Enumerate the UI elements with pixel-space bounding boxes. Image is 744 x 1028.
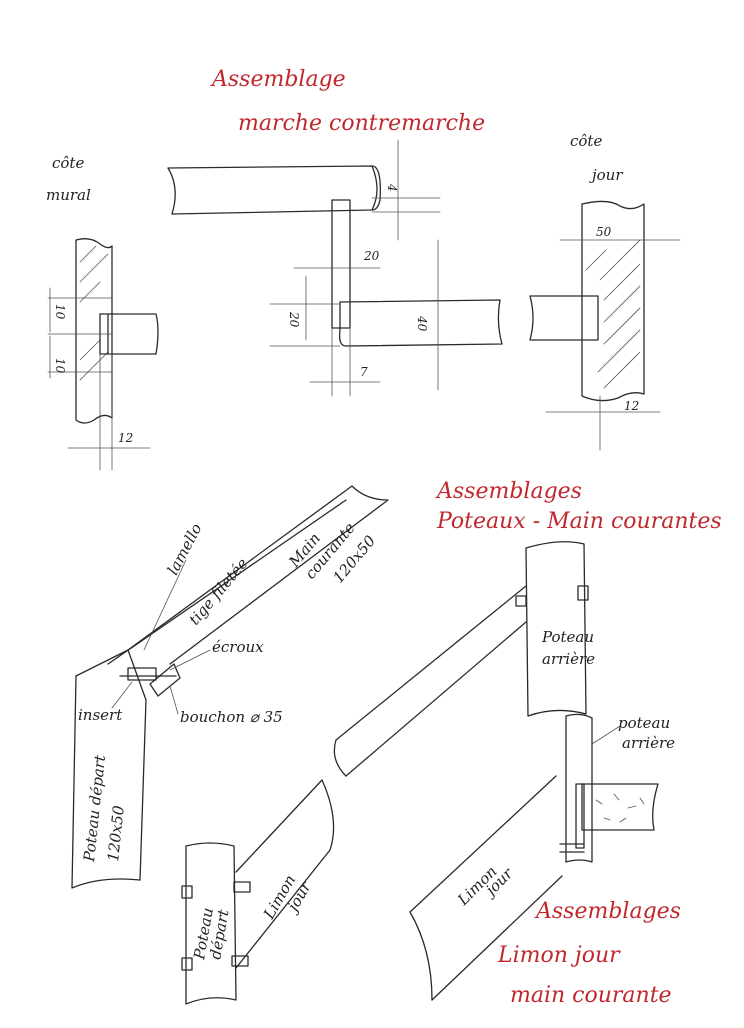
dim-20a: 20 <box>363 249 380 263</box>
title-assemblages-limon: Assemblages <box>534 899 681 924</box>
label-poteau-arriere-2: arrière <box>542 650 595 668</box>
dim-4: 4 <box>385 183 399 192</box>
label-cote-mural-1: côte <box>52 154 84 172</box>
label-tige-filetee: tige filetée <box>185 554 251 628</box>
dim-7: 7 <box>360 365 368 379</box>
sketch-cote-jour: côte jour 50 12 <box>529 132 681 451</box>
sketch-poteau-arriere: Poteau arrière <box>333 541 595 777</box>
label-cote-jour-1: côte <box>570 132 602 150</box>
title-assemblage: Assemblage <box>210 67 346 92</box>
title-main-courante: main courante <box>510 983 672 1008</box>
dim-40: 40 <box>415 315 429 332</box>
dim-10b: 10 <box>53 358 67 374</box>
label-bouchon: bouchon ⌀ 35 <box>180 708 283 726</box>
sketch-poteau-main-courante: lamello tige filetée Main courante 120x5… <box>71 485 389 889</box>
label-poteau-arriere-1: Poteau <box>541 628 594 646</box>
dim-12b: 12 <box>624 399 639 413</box>
dim-12a: 12 <box>118 431 133 445</box>
label-lamello: lamello <box>164 520 206 577</box>
sketch-cote-mural: côte mural 10 10 12 <box>46 154 159 471</box>
label-jour: jour <box>589 166 623 184</box>
title-assemblages-poteaux: Assemblages <box>435 479 582 504</box>
dim-20b: 20 <box>287 311 301 328</box>
sketch-marche-contremarche: 4 20 20 40 7 <box>167 139 503 397</box>
title-marche-contremarche: marche contremarche <box>238 111 485 136</box>
dim-10a: 10 <box>53 304 67 320</box>
label-poteau-arriere-4: arrière <box>622 734 675 752</box>
label-ecrous: écroux <box>212 638 264 656</box>
title-poteaux-main-courantes: Poteaux - Main courantes <box>436 509 722 534</box>
title-limon-jour: Limon jour <box>497 943 621 968</box>
label-poteau-depart-size: 120x50 <box>104 804 128 862</box>
label-insert: insert <box>78 706 123 724</box>
dim-50: 50 <box>596 225 612 239</box>
label-mural: mural <box>46 186 91 204</box>
label-poteau-arriere-3: poteau <box>618 714 670 732</box>
sketch-limon-jour-depart: Poteau départ Limon jour <box>181 779 335 1005</box>
